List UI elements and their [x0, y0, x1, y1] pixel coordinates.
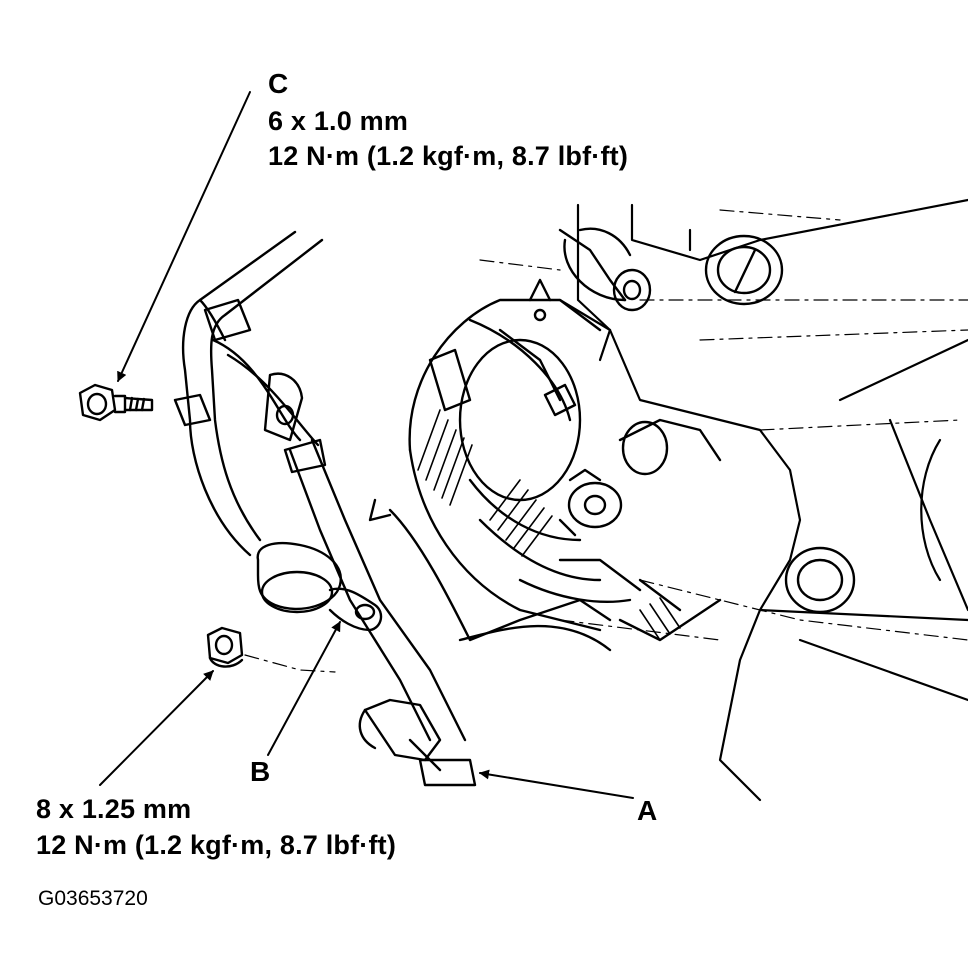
nut-torque: 12 N·m (1.2 kgf·m, 8.7 lbf·ft) — [36, 830, 397, 860]
callout-a-letter: A — [637, 795, 658, 826]
nut-dashed-centerline — [244, 654, 336, 673]
figure-id: G03653720 — [38, 887, 148, 910]
nut-size: 8 x 1.25 mm — [36, 794, 192, 824]
engine-boss-lower — [784, 546, 856, 614]
leader-arrow-a — [479, 769, 634, 799]
harness-boots — [173, 298, 327, 474]
callout-c-size: 6 x 1.0 mm — [268, 106, 409, 136]
bolt-c — [78, 383, 154, 422]
engine-boss-upper — [704, 234, 784, 306]
alternator-terminal — [533, 308, 722, 537]
callout-c-letter: C — [268, 68, 289, 99]
leader-arrow-nut — [99, 670, 214, 786]
engine-block — [558, 198, 968, 802]
leader-arrow-b — [267, 621, 341, 756]
callout-b-letter: B — [250, 756, 271, 787]
leader-arrow-c — [117, 91, 251, 382]
alternator-bracket — [558, 227, 652, 312]
harness-cable — [181, 230, 612, 742]
flange-nut — [206, 626, 244, 668]
engine-block-dashed-lines — [479, 209, 968, 641]
ring-terminal-b — [256, 541, 383, 632]
alternator-cooling-fins — [417, 409, 681, 641]
connector-a — [358, 698, 477, 787]
callout-c-torque: 12 N·m (1.2 kgf·m, 8.7 lbf·ft) — [268, 141, 629, 171]
